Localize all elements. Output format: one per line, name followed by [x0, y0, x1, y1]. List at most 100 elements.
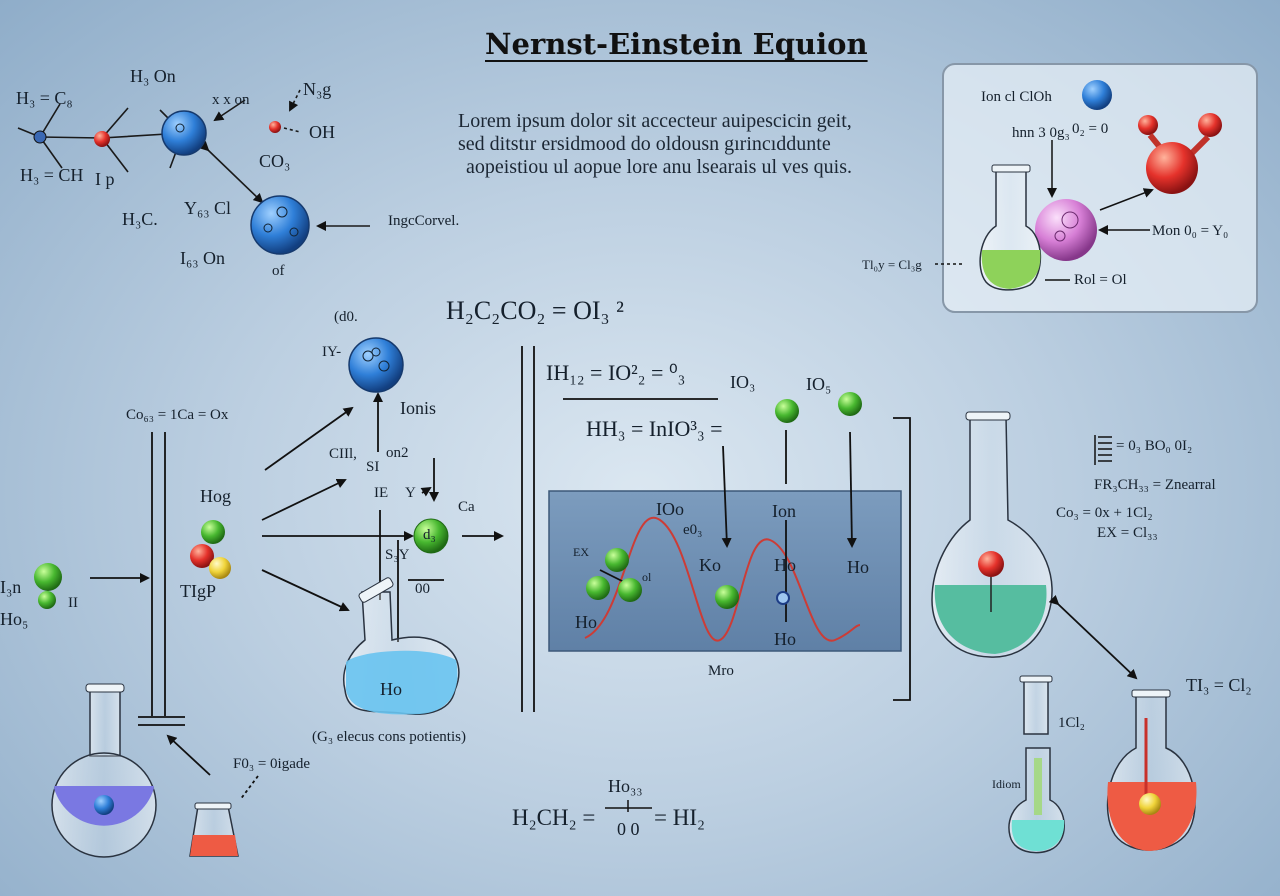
- label: 0₂ = 0: [1072, 121, 1109, 137]
- small-red-atom: [269, 121, 281, 133]
- blue-ion-sphere: [161, 110, 207, 156]
- label: H₃ = CH: [20, 165, 84, 185]
- blue-ion-sphere: [348, 337, 404, 393]
- label: Ionis: [400, 398, 436, 418]
- label: I₆₃ On: [180, 248, 226, 268]
- label: (d0.: [334, 309, 358, 325]
- arrow-line: [846, 431, 857, 548]
- label: on2: [386, 445, 409, 461]
- label: of: [272, 263, 285, 279]
- label: d₃: [423, 527, 436, 543]
- small-red-beaker: [189, 802, 239, 857]
- ion-bubble: [276, 206, 288, 218]
- right-big-flask: [931, 411, 1138, 680]
- double-bar: [521, 346, 535, 712]
- label: Co₃ = 0x + 1Cl₂: [1056, 505, 1153, 521]
- arrow-line: [721, 445, 732, 548]
- label: F0₃ = 0igade: [233, 756, 311, 772]
- page-title: Nernst-Einstein Equion: [485, 27, 868, 61]
- center-arrows: [90, 346, 911, 801]
- label: FR₃CH₃₃ = Znearral: [1094, 477, 1216, 493]
- label: Ho: [380, 679, 402, 699]
- label: Ho: [847, 557, 869, 577]
- label: N₃g: [303, 79, 332, 99]
- ion-bubble: [175, 123, 185, 133]
- small-red-atom: [94, 131, 110, 147]
- label: OH: [309, 122, 335, 142]
- equation-bottom-left: H₂CH₂ =: [512, 805, 596, 830]
- label: Ho: [575, 612, 597, 632]
- label: (G₃ elecus cons potientis): [312, 729, 466, 745]
- label: II: [68, 595, 78, 611]
- label: Ho₅: [0, 609, 29, 629]
- label: e0₃: [683, 522, 703, 538]
- label: Ho: [774, 629, 796, 649]
- bond-line: [17, 127, 184, 139]
- bottom-left-flask: [51, 683, 157, 858]
- green-ion-sphere: [201, 520, 225, 544]
- label: H₃ On: [130, 66, 176, 86]
- label: CIIl,: [329, 446, 357, 462]
- label: IE: [374, 485, 389, 501]
- label: Mro: [708, 663, 734, 679]
- green-ion-sphere: [586, 576, 610, 600]
- right-small-flasks: [1008, 675, 1197, 854]
- label: TIgP: [180, 581, 216, 601]
- fraction-numerator: Ho₃₃: [608, 776, 643, 796]
- blue-ring-ion: [776, 591, 790, 605]
- green-ion-sphere: [34, 563, 62, 591]
- inset-drawing: [935, 63, 1258, 313]
- label: IO₃: [730, 372, 756, 392]
- ion-bubble: [371, 347, 381, 357]
- fraction-denominator: 0 0: [617, 819, 640, 839]
- label: CO₃: [259, 151, 291, 171]
- description-line-1: Lorem ipsum dolor sit accecteur auipesci…: [458, 110, 852, 132]
- label: I₃n: [0, 577, 22, 597]
- label: IO₅: [806, 374, 832, 394]
- label: Ho: [774, 555, 796, 575]
- label: S₃Y: [385, 547, 410, 563]
- arrow-line: [198, 140, 264, 204]
- label: IOo: [656, 499, 684, 519]
- equation-ih: IH₁₂ = IO²₂ = ⁰₃: [546, 360, 686, 385]
- ion-bubble: [263, 223, 273, 233]
- arrow-line: [261, 478, 347, 521]
- arrow-line: [166, 734, 211, 776]
- equation-hh: HH₃ = InIO³₃ =: [586, 416, 723, 441]
- green-ion-sphere: [605, 548, 629, 572]
- sine-wave: [584, 516, 861, 642]
- double-line: [138, 716, 185, 726]
- label: x x on: [212, 92, 250, 108]
- equation-bottom-right: = HI₂: [654, 805, 706, 830]
- yellow-ion-sphere: [209, 557, 231, 579]
- double-line: [151, 432, 166, 716]
- label: Ca: [458, 499, 475, 515]
- label: Mon 0₀ = Y₀: [1152, 223, 1229, 239]
- small-blue-atom: [33, 130, 47, 144]
- arrow-line: [264, 406, 354, 471]
- dashed-arrow: [239, 775, 259, 801]
- green-ion-sphere: [38, 591, 56, 609]
- wave-arrows: [599, 430, 857, 622]
- bracket: [893, 417, 911, 701]
- arrow-line: [261, 569, 350, 612]
- label: Idiom: [992, 777, 1021, 791]
- label: 1Cl₂: [1058, 715, 1085, 731]
- label: hnn 3 0g₃: [1012, 125, 1070, 141]
- ion-bubble: [378, 360, 390, 372]
- main-equation: H₂C₂CO₂ = OI₃ ²: [446, 296, 624, 325]
- label: Ion cl ClOh: [981, 89, 1052, 105]
- label: Rol = Ol: [1074, 272, 1127, 288]
- blue-ion-sphere: [250, 195, 310, 255]
- label: Tl₀y = Cl₃g: [862, 257, 922, 272]
- label: EX = Cl₃₃: [1097, 525, 1158, 541]
- description-line-2: sed ditstır ersidmood do oldousn gırincı…: [458, 133, 831, 155]
- label: EX: [573, 545, 589, 559]
- center-flask: [343, 577, 460, 715]
- label: IY-: [322, 344, 342, 360]
- ion-bubble: [362, 350, 374, 362]
- description-line-3: aopeistiou ul aopue lore anu lsearais ul…: [466, 156, 853, 178]
- label: TI₃ = Cl₂: [1186, 675, 1252, 695]
